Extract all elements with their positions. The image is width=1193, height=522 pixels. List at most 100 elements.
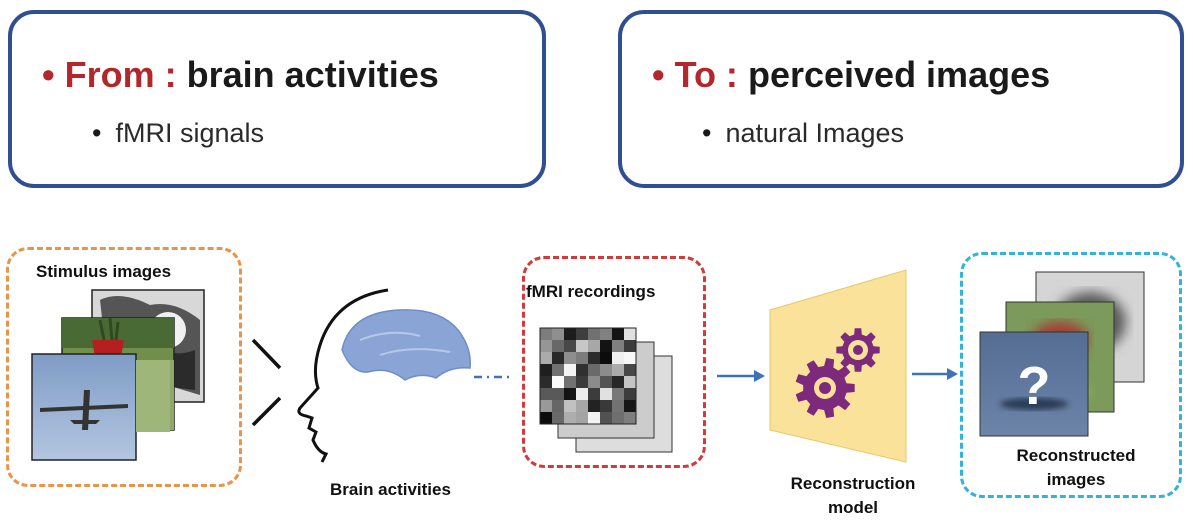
stimulus-images [31, 289, 205, 461]
fmri-voxel [576, 340, 588, 352]
fmri-voxel [612, 388, 624, 400]
fmri-voxel [624, 328, 636, 340]
fmri-voxel [576, 412, 588, 424]
fmri-voxel [540, 352, 552, 364]
fmri-voxel [588, 364, 600, 376]
fmri-voxel [552, 388, 564, 400]
fmri-voxel [552, 412, 564, 424]
from-heading-text: brain activities [186, 54, 439, 95]
fmri-voxel [624, 352, 636, 364]
fmri-grid-stack [539, 327, 673, 453]
reconstructed-images: ? [979, 271, 1145, 437]
to-keyword: To : [674, 54, 738, 95]
fmri-voxel [564, 400, 576, 412]
fmri-voxel [540, 328, 552, 340]
fmri-voxel [588, 412, 600, 424]
fmri-voxel [612, 352, 624, 364]
fmri-voxel [552, 340, 564, 352]
projection-line [251, 396, 282, 427]
fmri-voxel [552, 328, 564, 340]
fmri-voxel [540, 376, 552, 388]
fmri-voxel [600, 400, 612, 412]
gear-icon [836, 328, 880, 372]
fmri-voxel [564, 364, 576, 376]
fmri-voxel [612, 412, 624, 424]
stimulus-image-airplane [31, 353, 170, 461]
sub-bullet-icon: • [702, 118, 712, 148]
fmri-voxel [576, 364, 588, 376]
from-heading: • From : brain activities [42, 54, 439, 96]
fmri-voxel [588, 400, 600, 412]
to-heading: • To : perceived images [652, 54, 1050, 96]
fmri-voxel [612, 400, 624, 412]
from-keyword: From : [64, 54, 177, 95]
to-subitem: • natural Images [702, 118, 904, 149]
fmri-voxel [540, 400, 552, 412]
fmri-voxel [552, 352, 564, 364]
fmri-voxel [600, 340, 612, 352]
fmri-voxel [540, 412, 552, 424]
fmri-voxel [624, 340, 636, 352]
fmri-voxel [564, 328, 576, 340]
reconstructed-images-frame [960, 252, 1182, 498]
fmri-voxel [600, 364, 612, 376]
sub-bullet-icon: • [92, 118, 102, 148]
fmri-voxel [600, 376, 612, 388]
fmri-voxel [564, 412, 576, 424]
gear-icon [795, 358, 855, 418]
reconstructed-image-unknown: ? [979, 331, 1089, 437]
fmri-voxel [588, 388, 600, 400]
recon-label-line: Reconstructed [1016, 446, 1136, 465]
fmri-voxel [588, 340, 600, 352]
fmri-voxel [564, 376, 576, 388]
fmri-voxel [600, 328, 612, 340]
question-mark-icon: ? [1018, 356, 1051, 416]
fmri-voxel [624, 388, 636, 400]
fmri-voxel [624, 376, 636, 388]
fmri-voxel [600, 352, 612, 364]
from-box: • From : brain activities • fMRI signals [8, 10, 546, 188]
from-subitem: • fMRI signals [92, 118, 264, 149]
stimulus-images-frame [6, 247, 242, 487]
fmri-voxel [588, 352, 600, 364]
model-label-line: model [827, 498, 879, 517]
brain-activities-label: Brain activities [330, 480, 451, 499]
fmri-voxel [624, 400, 636, 412]
fmri-voxel [540, 364, 552, 376]
stimulus-images-label: Stimulus images [36, 262, 172, 281]
to-box: • To : perceived images • natural Images [618, 10, 1184, 188]
fmri-voxel [552, 376, 564, 388]
bullet-icon: • [652, 54, 665, 95]
brain-slice-icon [341, 309, 471, 381]
fmri-voxel [564, 340, 576, 352]
fmri-voxel [540, 340, 552, 352]
reconstruction-model-block [769, 269, 907, 463]
fmri-voxel [552, 364, 564, 376]
head-profile-icon [297, 288, 389, 463]
reconstruction-model-label: Reconstruction model [780, 472, 926, 520]
fmri-voxel [576, 388, 588, 400]
recon-label-line: images [1046, 470, 1106, 489]
fmri-voxel [588, 376, 600, 388]
fmri-voxel [612, 364, 624, 376]
model-label-line: Reconstruction [790, 474, 916, 493]
fmri-voxel [588, 328, 600, 340]
fmri-voxel [564, 388, 576, 400]
fmri-recordings-label: fMRI recordings [526, 282, 656, 301]
fmri-voxel [624, 412, 636, 424]
fmri-voxel [552, 400, 564, 412]
fmri-recordings-frame [522, 256, 706, 468]
fmri-voxel [564, 352, 576, 364]
fmri-voxel [576, 328, 588, 340]
bullet-icon: • [42, 54, 55, 95]
fmri-voxel [576, 376, 588, 388]
to-heading-text: perceived images [747, 54, 1051, 95]
fmri-voxel [624, 364, 636, 376]
to-subitem-text: natural Images [725, 118, 905, 148]
fmri-voxel [612, 328, 624, 340]
fmri-voxel [600, 412, 612, 424]
fmri-voxel [540, 388, 552, 400]
from-subitem-text: fMRI signals [115, 118, 264, 148]
projection-line [251, 338, 282, 370]
